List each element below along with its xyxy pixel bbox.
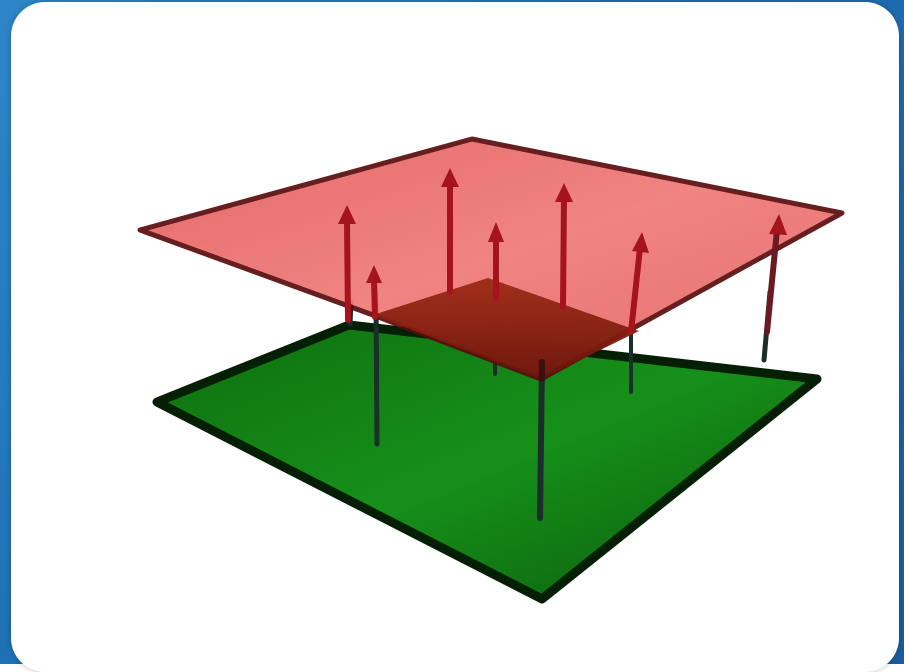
lower-plane xyxy=(157,325,817,599)
flux-planes-diagram xyxy=(11,2,899,664)
slide-card xyxy=(11,2,899,672)
